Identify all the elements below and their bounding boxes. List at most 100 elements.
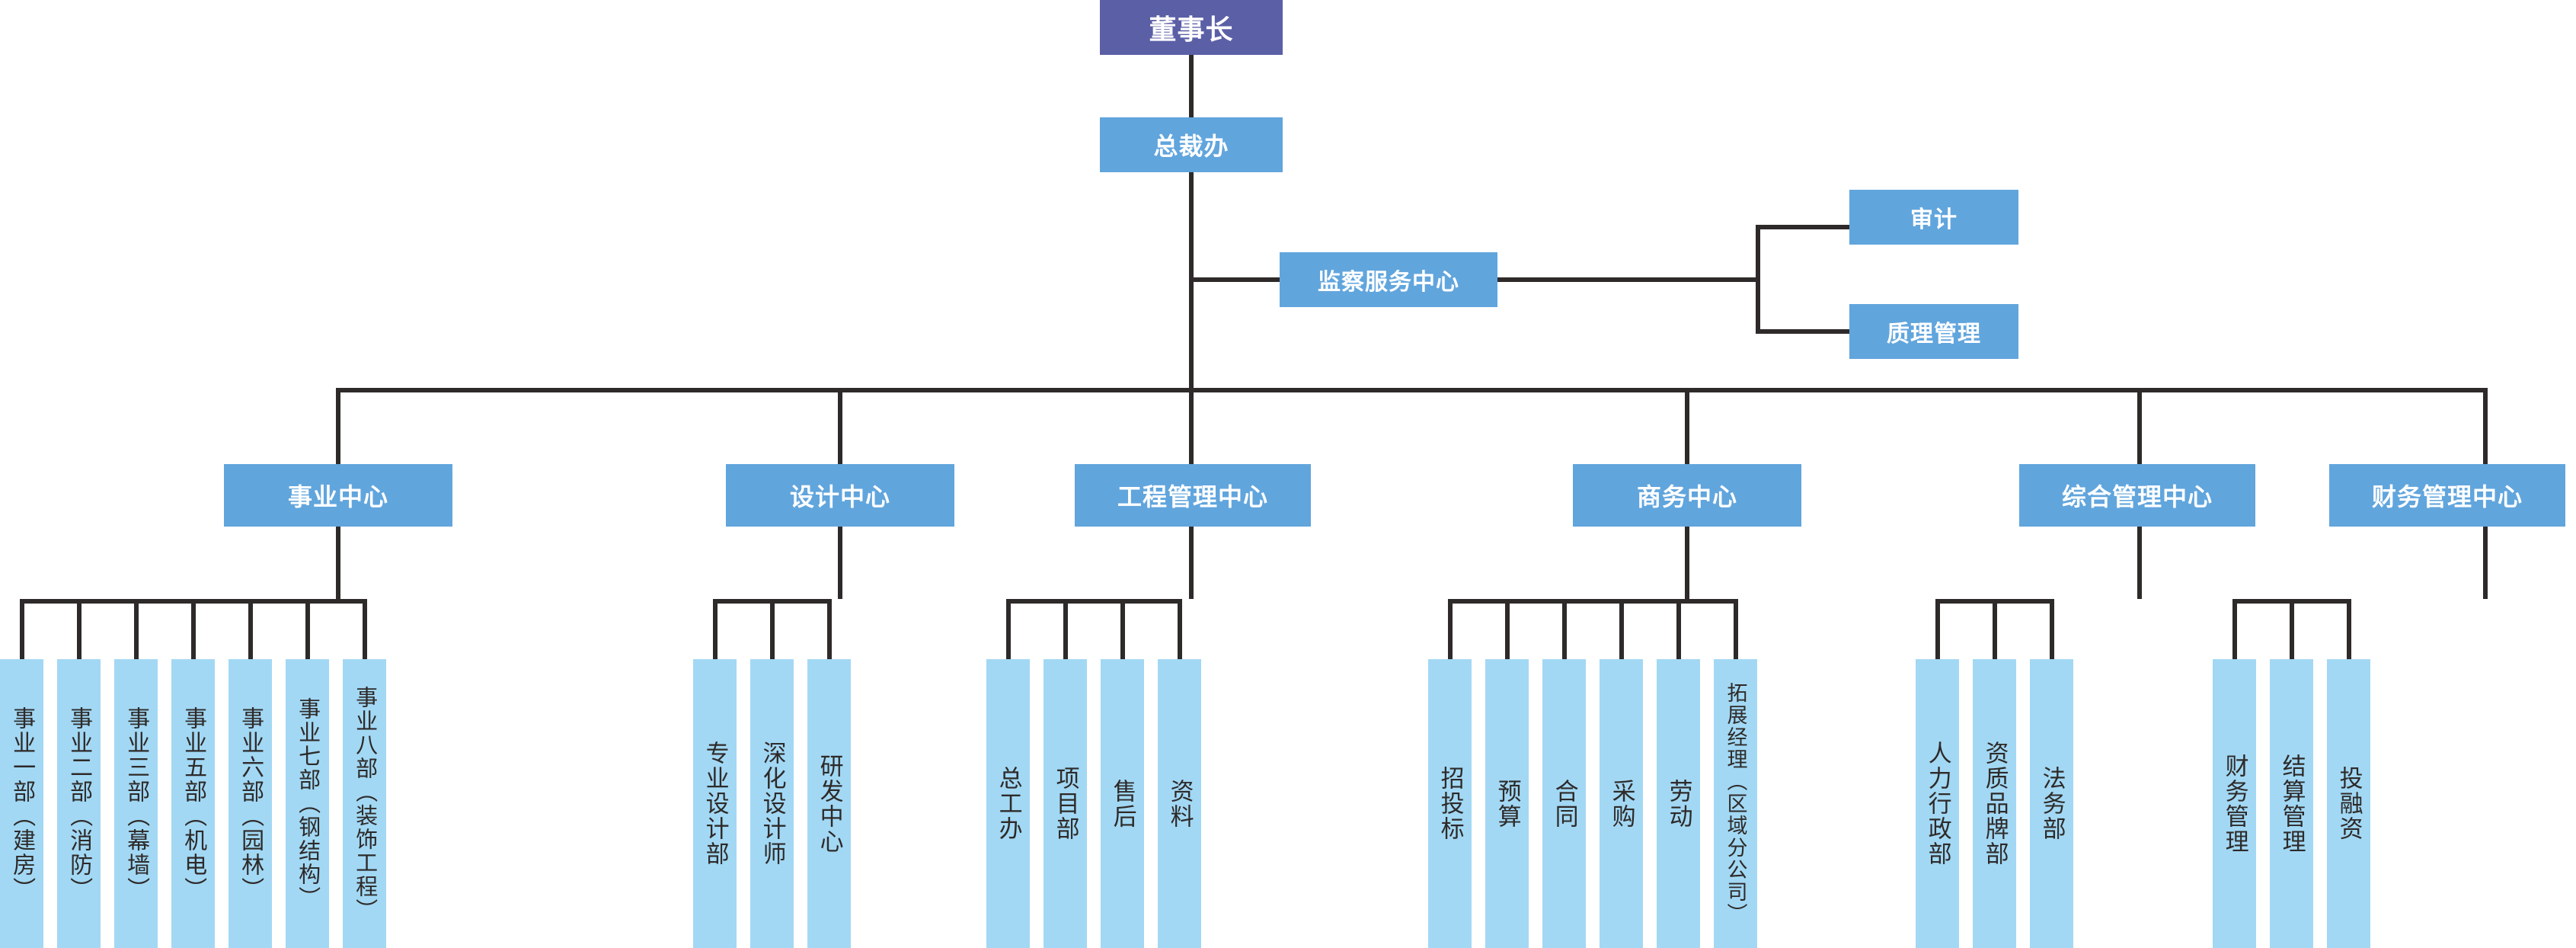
node-leaf[interactable]: 投融资: [2327, 659, 2370, 948]
node-leaf[interactable]: 预算: [1485, 659, 1529, 948]
node-leaf[interactable]: 采购: [1600, 659, 1643, 948]
node-leaf-label: 劳动: [1665, 778, 1692, 829]
node-leaf-label: 法务部: [2038, 766, 2066, 841]
connector-bus-to-center-4: [1685, 388, 1689, 464]
connector-leaf-drop: [1005, 599, 1011, 659]
connector-leaf-drop: [1504, 599, 1510, 659]
node-leaf-label: 人力行政部: [1924, 741, 1951, 866]
connector-bus-to-center-5: [2137, 388, 2142, 464]
connector-leaf-drop: [1120, 599, 1125, 659]
connector-leaf-drop: [1447, 599, 1453, 659]
node-leaf-label: 事业八部（装饰工程）: [352, 685, 377, 922]
node-leaf[interactable]: 劳动: [1657, 659, 1700, 948]
connector-leaf-drop: [1676, 599, 1681, 659]
node-center-commerce[interactable]: 商务中心: [1573, 464, 1801, 527]
connector-children-bus-3: [1005, 599, 1182, 604]
node-leaf-label: 事业七部（钢结构）: [295, 697, 320, 910]
node-leaf[interactable]: 事业六部（园林）: [229, 659, 272, 948]
node-center-business-units-label: 事业中心: [287, 483, 388, 511]
node-leaf[interactable]: 项目部: [1044, 659, 1087, 948]
connector-bus-to-center-2: [838, 388, 842, 464]
connector-leaf-drop: [133, 599, 139, 659]
node-leaf-label: 事业一部（建房）: [9, 706, 35, 902]
node-leaf[interactable]: 研发中心: [807, 659, 851, 948]
connector-leaf-drop: [1063, 599, 1068, 659]
connector-leaf-drop: [2346, 599, 2351, 659]
node-leaf[interactable]: 资质品牌部: [1973, 659, 2016, 948]
node-quality-management[interactable]: 质理管理: [1849, 304, 2018, 359]
node-quality-management-label: 质理管理: [1887, 322, 1981, 347]
node-leaf[interactable]: 售后: [1101, 659, 1144, 948]
node-audit[interactable]: 审计: [1849, 190, 2018, 245]
node-leaf-label: 事业五部（机电）: [181, 706, 206, 902]
node-leaf-label: 专业设计部: [702, 741, 729, 866]
node-center-engineering[interactable]: 工程管理中心: [1075, 464, 1311, 527]
node-leaf-label: 事业六部（园林）: [238, 706, 264, 902]
connector-center-2-drop: [838, 527, 842, 599]
connector-children-bus-4: [1447, 599, 1738, 604]
connector-supervision-to-audit: [1756, 225, 1851, 229]
node-leaf-label: 售后: [1109, 778, 1136, 829]
connector-leaf-drop: [1177, 599, 1182, 659]
node-chairman[interactable]: 董事长: [1100, 0, 1283, 55]
connector-leaf-drop: [1992, 599, 1997, 659]
node-center-business-units[interactable]: 事业中心: [224, 464, 452, 527]
node-president-office[interactable]: 总裁办: [1100, 117, 1283, 172]
node-leaf-label: 预算: [1494, 778, 1521, 829]
node-leaf-label: 结算管理: [2278, 753, 2306, 854]
node-leaf[interactable]: 深化设计师: [750, 659, 794, 948]
node-leaf[interactable]: 结算管理: [2270, 659, 2313, 948]
node-leaf-label: 合同: [1551, 778, 1578, 829]
node-leaf[interactable]: 事业一部（建房）: [0, 659, 43, 948]
connector-leaf-drop: [19, 599, 24, 659]
node-leaf[interactable]: 合同: [1542, 659, 1586, 948]
node-leaf-label: 资质品牌部: [1981, 741, 2009, 866]
node-leaf-label: 项目部: [1052, 766, 1079, 841]
connector-center-6-drop: [2483, 527, 2488, 599]
node-leaf-label: 研发中心: [816, 753, 843, 854]
connector-leaf-drop: [76, 599, 81, 659]
node-leaf[interactable]: 财务管理: [2213, 659, 2256, 948]
connector-centers-bus: [336, 388, 2488, 392]
connector-main-spine: [1189, 172, 1194, 392]
node-leaf[interactable]: 专业设计部: [693, 659, 737, 948]
node-center-design[interactable]: 设计中心: [726, 464, 954, 527]
node-chairman-label: 董事长: [1149, 14, 1234, 45]
connector-leaf-drop: [305, 599, 310, 659]
node-center-design-label: 设计中心: [789, 483, 890, 511]
node-leaf[interactable]: 法务部: [2030, 659, 2073, 948]
node-leaf-label: 招投标: [1437, 766, 1464, 841]
connector-chairman-president: [1189, 55, 1194, 117]
node-center-commerce-label: 商务中心: [1636, 483, 1737, 511]
node-leaf[interactable]: 事业七部（钢结构）: [286, 659, 329, 948]
connector-leaf-drop: [248, 599, 253, 659]
node-leaf[interactable]: 人力行政部: [1916, 659, 1959, 948]
node-leaf-label: 采购: [1608, 778, 1635, 829]
node-leaf[interactable]: 总工办: [986, 659, 1030, 948]
connector-center-5-drop: [2137, 527, 2142, 599]
connector-bus-to-center-6: [2483, 388, 2488, 464]
node-center-general-admin[interactable]: 综合管理中心: [2019, 464, 2255, 527]
node-leaf[interactable]: 资料: [1158, 659, 1201, 948]
node-leaf[interactable]: 招投标: [1428, 659, 1472, 948]
node-center-general-admin-label: 综合管理中心: [2061, 483, 2213, 511]
node-leaf[interactable]: 事业三部（幕墙）: [114, 659, 158, 948]
node-leaf[interactable]: 拓展经理（区域分公司）: [1714, 659, 1757, 948]
node-supervision-center-label: 监察服务中心: [1318, 270, 1459, 295]
node-leaf[interactable]: 事业五部（机电）: [171, 659, 215, 948]
node-center-engineering-label: 工程管理中心: [1117, 483, 1268, 511]
node-leaf-label: 拓展经理（区域分公司）: [1724, 682, 1747, 925]
connector-leaf-drop: [2049, 599, 2054, 659]
connector-supervision-trunk: [1497, 277, 1760, 282]
node-supervision-center[interactable]: 监察服务中心: [1280, 252, 1497, 307]
node-leaf-label: 事业三部（幕墙）: [123, 706, 149, 902]
connector-bus-to-center-1: [336, 388, 340, 464]
node-center-finance[interactable]: 财务管理中心: [2329, 464, 2565, 527]
connector-spine-to-supervision: [1189, 277, 1280, 282]
node-leaf-label: 资料: [1166, 778, 1194, 829]
node-leaf[interactable]: 事业八部（装饰工程）: [343, 659, 386, 948]
connector-leaf-drop: [769, 599, 775, 659]
node-leaf[interactable]: 事业二部（消防）: [57, 659, 101, 948]
node-leaf-label: 深化设计师: [759, 741, 786, 866]
